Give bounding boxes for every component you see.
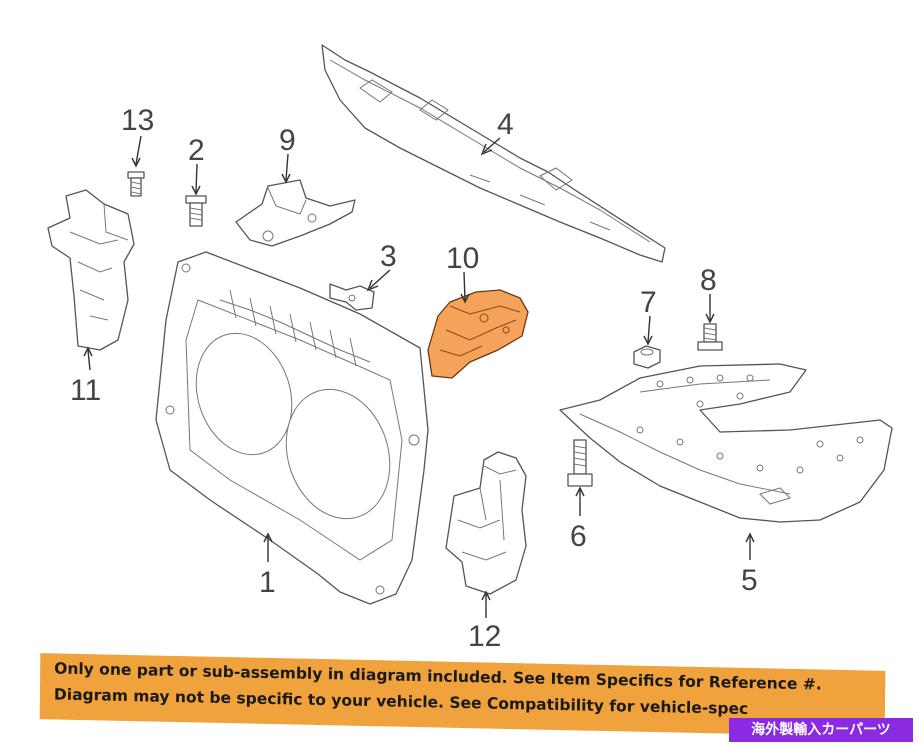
callout-13: 13 [121, 104, 154, 137]
part-5-under-cover [559, 363, 893, 523]
callout-labels: 13 2 9 4 3 10 7 8 11 6 5 1 12 [70, 104, 758, 653]
callout-4: 4 [497, 108, 514, 141]
callout-9: 9 [279, 124, 296, 157]
part-6-bolt [567, 439, 593, 487]
part-10-highlighted-bracket [427, 289, 529, 379]
part-13-bolt [127, 171, 145, 197]
part-3-clip [329, 283, 375, 311]
callout-7: 7 [640, 286, 657, 319]
part-12-right-air-guide [445, 451, 527, 595]
part-8-bolt [697, 323, 723, 351]
part-1-core-support [155, 251, 429, 605]
callout-5: 5 [741, 564, 758, 597]
callout-3: 3 [380, 240, 397, 273]
part-4-upper-cover [321, 44, 666, 263]
leader-lines [83, 135, 755, 618]
part-9-bracket [235, 179, 356, 247]
callout-11: 11 [70, 374, 101, 407]
callout-1: 1 [259, 566, 276, 599]
callout-6: 6 [570, 520, 587, 553]
callout-8: 8 [700, 264, 717, 297]
watermark-badge: 海外製輸入カーパーツ [729, 718, 913, 742]
callout-10: 10 [446, 242, 479, 275]
parts-diagram: 13 2 9 4 3 10 7 8 11 6 5 1 12 [47, 44, 893, 653]
notice-line-2: Diagram may not be specific to your vehi… [53, 685, 749, 718]
callout-2: 2 [188, 134, 205, 167]
part-11-left-air-guide [47, 189, 135, 351]
part-2-bolt [185, 195, 207, 227]
callout-12: 12 [468, 620, 501, 653]
part-7-nut [633, 345, 661, 369]
